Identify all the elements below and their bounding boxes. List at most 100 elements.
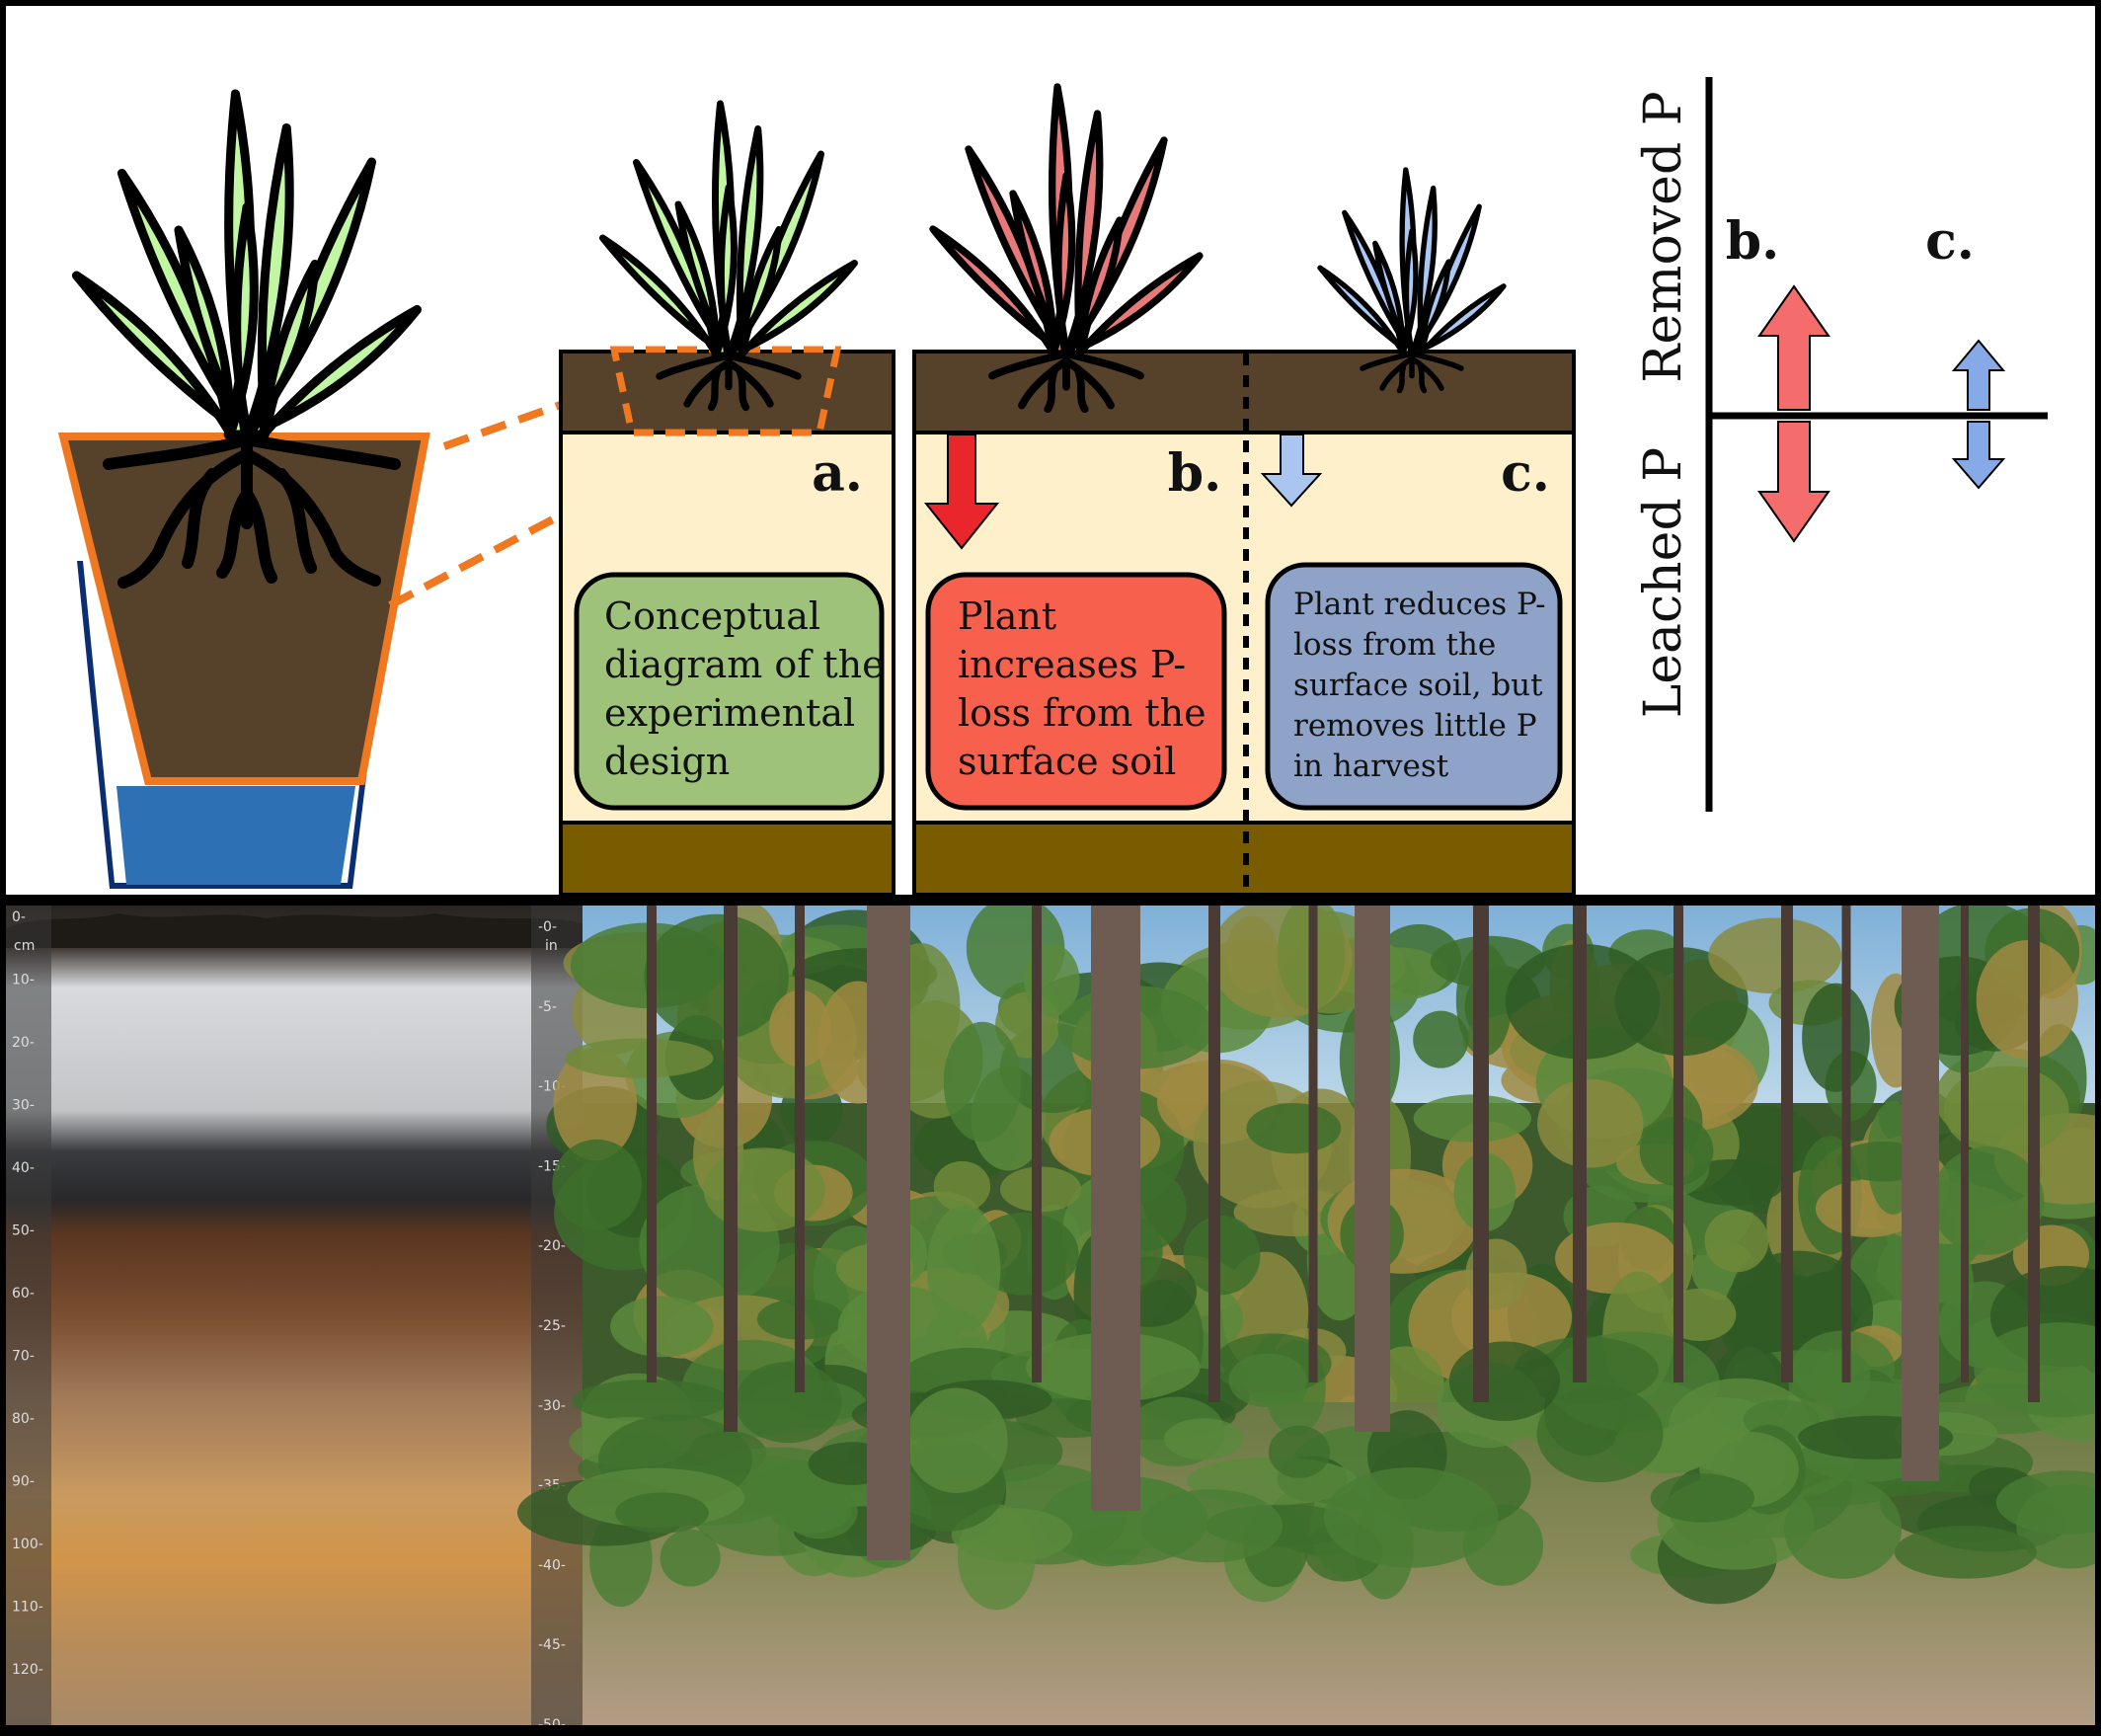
tree-trunk (2028, 906, 2040, 1402)
foliage (1802, 983, 1870, 1092)
foliage (1704, 1209, 1769, 1273)
foliage (565, 1038, 714, 1078)
cm-tick-label: 70- (12, 1349, 35, 1365)
foliage (1225, 915, 1279, 994)
shrub (1268, 1425, 1331, 1478)
plant-b-leaf (1063, 252, 1204, 357)
cm-tick-label: 100- (12, 1537, 43, 1552)
plant-c-root (1416, 360, 1428, 394)
tree-trunk (1841, 906, 1851, 1382)
shrub (1164, 1418, 1244, 1460)
in-tick-label: -40- (538, 1557, 566, 1573)
foliage (1413, 1094, 1531, 1143)
pot-illustration (57, 89, 430, 889)
foliage (552, 1139, 642, 1230)
cm-tick-label: 80- (12, 1411, 35, 1427)
pot-plant-leaf (244, 304, 423, 439)
in-scale-bar (531, 906, 583, 1725)
shrub (1650, 1473, 1754, 1523)
plant-a-root (656, 352, 733, 380)
in-unit: in (545, 938, 558, 954)
foliage (1246, 1103, 1342, 1154)
caption-box-c (1265, 562, 1563, 811)
plant-a-leaf (726, 226, 783, 359)
plant-b-leaf (1009, 190, 1068, 357)
tree-trunk (1308, 906, 1318, 1382)
plant-a (599, 100, 858, 412)
tree-trunk (724, 906, 738, 1432)
plant-b-root (1044, 364, 1059, 414)
leached-arrow-c (1951, 421, 2006, 490)
cm-tick-label: 40- (12, 1160, 35, 1176)
plant-a-leaf (713, 184, 738, 359)
tree-trunk (1208, 906, 1220, 1402)
plant-b-leaf (929, 225, 1068, 357)
forest-photo (516, 896, 2101, 1725)
removed-arrow-b (1757, 284, 1830, 411)
shrub (615, 1492, 709, 1534)
plant-c-leaf (1410, 283, 1507, 356)
plant-c-leaf (1400, 228, 1419, 356)
shrub (769, 1488, 852, 1534)
shrub (1323, 1467, 1499, 1568)
plant-b-leaf (1063, 216, 1124, 357)
cm-scale-bar (6, 906, 51, 1725)
plant-c-leaf (1317, 265, 1414, 356)
tree-trunk (1781, 906, 1793, 1382)
plant-a-leaf (726, 260, 858, 359)
litter-layer (6, 913, 583, 948)
leached-p-label: Leached P (1634, 447, 1693, 719)
in-tick-label: -30- (538, 1398, 566, 1414)
soil-column-bc: b. c. Plant increases P- loss from the s… (912, 83, 1576, 897)
plant-a-root (725, 358, 774, 408)
cm-tick-label: 120- (12, 1662, 43, 1678)
caption-text-a: Conceptual diagram of the experimental d… (604, 594, 896, 783)
in-tick-label: -0- (538, 919, 557, 935)
plant-c-root (1360, 351, 1415, 371)
shrub (1784, 1478, 1903, 1579)
removed-arrow-c (1951, 339, 2006, 411)
foliage (610, 1296, 714, 1358)
plant-b-root (1073, 364, 1089, 414)
foliage (943, 1021, 1022, 1143)
panel-divider (0, 895, 2101, 906)
foliage (703, 1147, 825, 1232)
shrub (1995, 1470, 2101, 1535)
removed-p-label: Removed P (1634, 91, 1693, 383)
tree-trunk (1961, 906, 1969, 1382)
water (117, 786, 355, 885)
pot-plant-leaf (71, 271, 250, 439)
tree-trunk (647, 906, 657, 1382)
plant-b-root (1062, 350, 1144, 380)
label-b: b. (1168, 443, 1221, 504)
plant-a-leaf (599, 234, 731, 359)
in-scale: -0--5--10--15--20--25--30--35--40--45--5… (538, 919, 566, 1733)
pot-plant-leaf (242, 122, 294, 439)
caption-box-a (574, 572, 885, 811)
foliage (1708, 917, 1842, 994)
in-tick-label: -45- (538, 1637, 566, 1653)
plant-b-leaf (1050, 172, 1076, 357)
plant-c-root (1409, 351, 1464, 371)
plant-a-leaf (725, 125, 764, 359)
caption-text-c: Plant reduces P- loss from the surface s… (1293, 587, 1555, 784)
tree-trunk (867, 906, 910, 1560)
foliage (1183, 1216, 1261, 1296)
graph-label-c: c. (1925, 211, 1975, 272)
pot-plant-leaf (244, 259, 320, 439)
soil-column-a: a. Conceptual diagram of the experimenta… (559, 100, 896, 897)
foliage (1751, 1263, 1806, 1360)
deep-soil-a (559, 821, 895, 897)
cm-tick-label: 50- (12, 1223, 35, 1239)
foliage (1537, 1078, 1644, 1168)
shrub (905, 1387, 1008, 1493)
p-balance-graph: Removed P Leached P b. c. (1634, 77, 2048, 812)
plant-a-leaf (674, 200, 731, 359)
plant-a-root (735, 365, 750, 412)
plant-c-leaf (1410, 259, 1451, 356)
in-tick-label: -5- (538, 999, 557, 1015)
tree-trunk (1032, 906, 1042, 1382)
plant-c-root (1409, 355, 1444, 391)
